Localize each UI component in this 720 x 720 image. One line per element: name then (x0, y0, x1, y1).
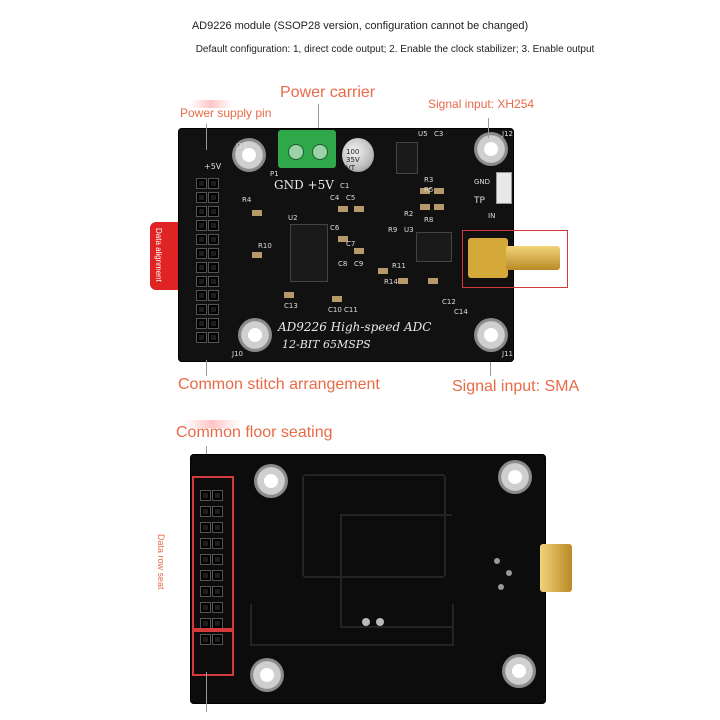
capacitor-text: 100 35V VT (346, 148, 360, 172)
opamp-chip (416, 232, 452, 262)
mount-hole-tl (232, 138, 266, 172)
callout-signal-sma: Signal input: SMA (452, 378, 580, 395)
floor-seat-box-2 (192, 630, 234, 676)
callout-common-floor: Common floor seating (176, 424, 333, 441)
adc-chip (290, 224, 328, 282)
pin-header-left (196, 178, 219, 343)
xh254-connector (496, 172, 512, 204)
header-line-1: AD9226 module (SSOP28 version, configura… (191, 20, 529, 32)
callout-power-carrier: Power carrier (280, 84, 376, 101)
header-line-2: Default configuration: 1, direct code ou… (195, 44, 595, 55)
floor-seat-box (192, 476, 234, 630)
board-title-1: AD9226 High-speed ADC (278, 320, 432, 334)
mount-hole-bl (238, 318, 272, 352)
terminal-label: GND +5V (274, 178, 334, 192)
pcb-top: GND +5V 100 35V VT J13 +5V R4 U2 C4 C5 C… (178, 128, 514, 362)
callout-power-supply-pin: Power supply pin (180, 106, 272, 120)
board-title-2: 12-BIT 65MSPS (282, 338, 371, 351)
mount-hole-bottom-tr (498, 460, 532, 494)
electrolytic-capacitor (342, 138, 374, 172)
regulator (396, 142, 418, 174)
mount-hole-bottom-tl (254, 464, 288, 498)
sma-connector-bottom (540, 544, 572, 592)
tab-data-alignment: Data alignment (150, 222, 178, 290)
mount-hole-tr (474, 132, 508, 166)
pcb-bottom (190, 454, 546, 704)
callout-signal-xh254: Signal input: XH254 (428, 97, 535, 111)
callout-data-row-seat: Data row seat (156, 534, 166, 590)
mount-hole-bottom-bl (250, 658, 284, 692)
screw-terminal (278, 130, 336, 168)
callout-common-stitch: Common stitch arrangement (178, 376, 380, 393)
mount-hole-br (474, 318, 508, 352)
sma-connector-top (468, 238, 560, 278)
mount-hole-bottom-br (502, 654, 536, 688)
sma-highlight-box (462, 230, 568, 288)
